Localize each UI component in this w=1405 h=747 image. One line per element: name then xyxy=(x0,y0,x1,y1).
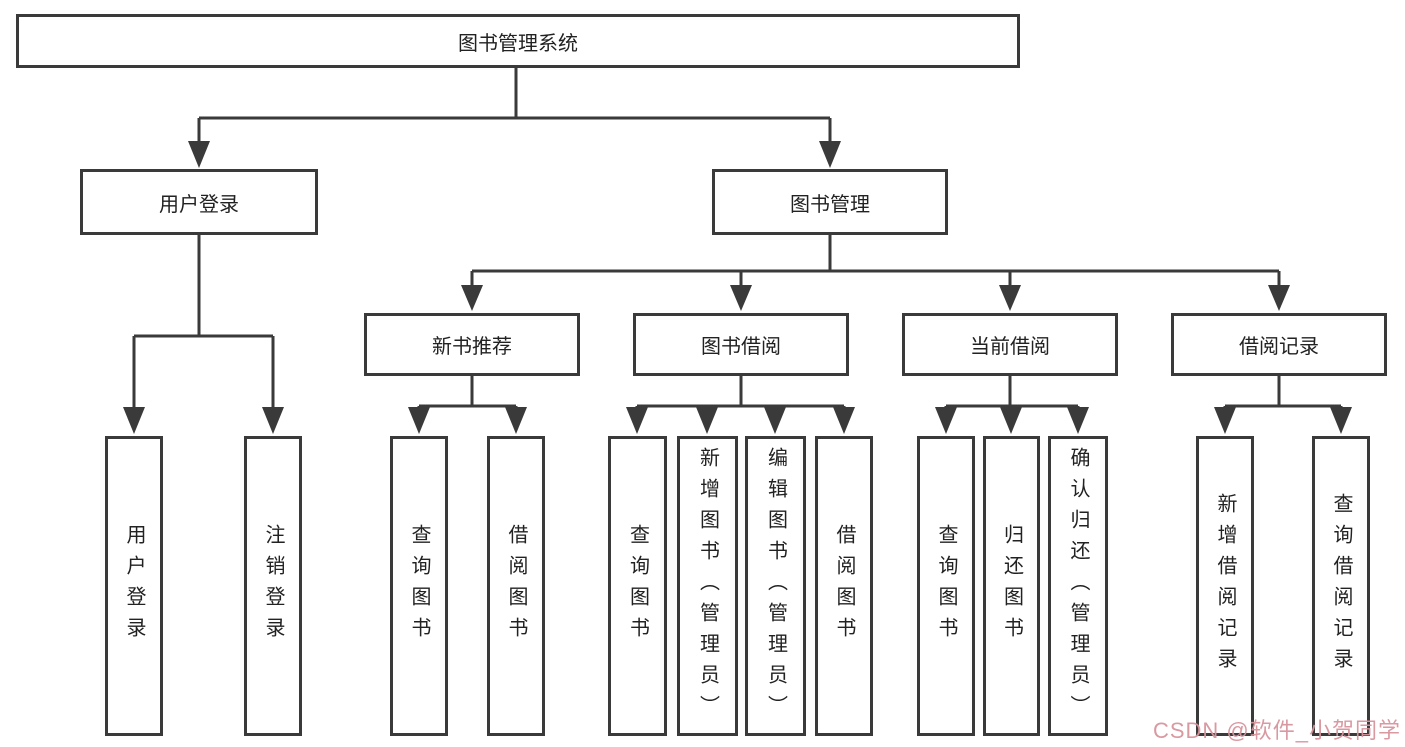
leaf-return-book: 归还图书 xyxy=(983,436,1040,736)
leaf-confirm-return-admin-label: 确认归还（管理员） xyxy=(1067,446,1089,726)
node-borrow-records-label: 借阅记录 xyxy=(1239,336,1319,358)
leaf-logout-label: 注销登录 xyxy=(262,524,284,648)
leaf-add-book-admin-label: 新增图书（管理员） xyxy=(696,446,719,726)
leaf-query-books-recommend: 查询图书 xyxy=(390,436,448,736)
leaf-add-borrow-record: 新增借阅记录 xyxy=(1196,436,1254,736)
leaf-query-books-borrow: 查询图书 xyxy=(608,436,667,736)
leaf-query-books-current: 查询图书 xyxy=(917,436,975,736)
leaf-query-borrow-record: 查询借阅记录 xyxy=(1312,436,1370,736)
leaf-add-book-admin: 新增图书（管理员） xyxy=(677,436,738,736)
node-current-borrow: 当前借阅 xyxy=(902,313,1118,376)
node-new-book-recommend-label: 新书推荐 xyxy=(432,336,512,358)
leaf-query-borrow-record-label: 查询借阅记录 xyxy=(1330,493,1352,679)
node-book-management-label: 图书管理 xyxy=(790,193,870,216)
leaf-confirm-return-admin: 确认归还（管理员） xyxy=(1048,436,1108,736)
leaf-borrow-books: 借阅图书 xyxy=(815,436,873,736)
node-new-book-recommend: 新书推荐 xyxy=(364,313,580,376)
leaf-borrow-books-label: 借阅图书 xyxy=(833,524,855,648)
leaf-add-borrow-record-label: 新增借阅记录 xyxy=(1214,493,1236,679)
node-borrow-records: 借阅记录 xyxy=(1171,313,1387,376)
node-user-login: 用户登录 xyxy=(80,169,318,235)
leaf-query-books-recommend-label: 查询图书 xyxy=(408,524,430,648)
leaf-user-login-label: 用户登录 xyxy=(123,524,145,648)
leaf-borrow-books-recommend-label: 借阅图书 xyxy=(505,524,527,648)
node-book-borrow-label: 图书借阅 xyxy=(701,336,781,358)
node-root: 图书管理系统 xyxy=(16,14,1020,68)
node-book-borrow: 图书借阅 xyxy=(633,313,849,376)
node-user-login-label: 用户登录 xyxy=(159,193,239,216)
leaf-borrow-books-recommend: 借阅图书 xyxy=(487,436,545,736)
leaf-user-login: 用户登录 xyxy=(105,436,163,736)
leaf-edit-book-admin: 编辑图书（管理员） xyxy=(745,436,806,736)
leaf-query-books-borrow-label: 查询图书 xyxy=(626,524,649,648)
leaf-edit-book-admin-label: 编辑图书（管理员） xyxy=(764,446,787,726)
csdn-watermark: CSDN @软件_小贺同学 xyxy=(1152,718,1401,743)
node-root-label: 图书管理系统 xyxy=(458,32,578,55)
node-book-management: 图书管理 xyxy=(712,169,948,235)
leaf-return-book-label: 归还图书 xyxy=(1000,524,1023,648)
leaf-query-books-current-label: 查询图书 xyxy=(935,524,957,648)
leaf-logout: 注销登录 xyxy=(244,436,302,736)
node-current-borrow-label: 当前借阅 xyxy=(970,336,1050,358)
